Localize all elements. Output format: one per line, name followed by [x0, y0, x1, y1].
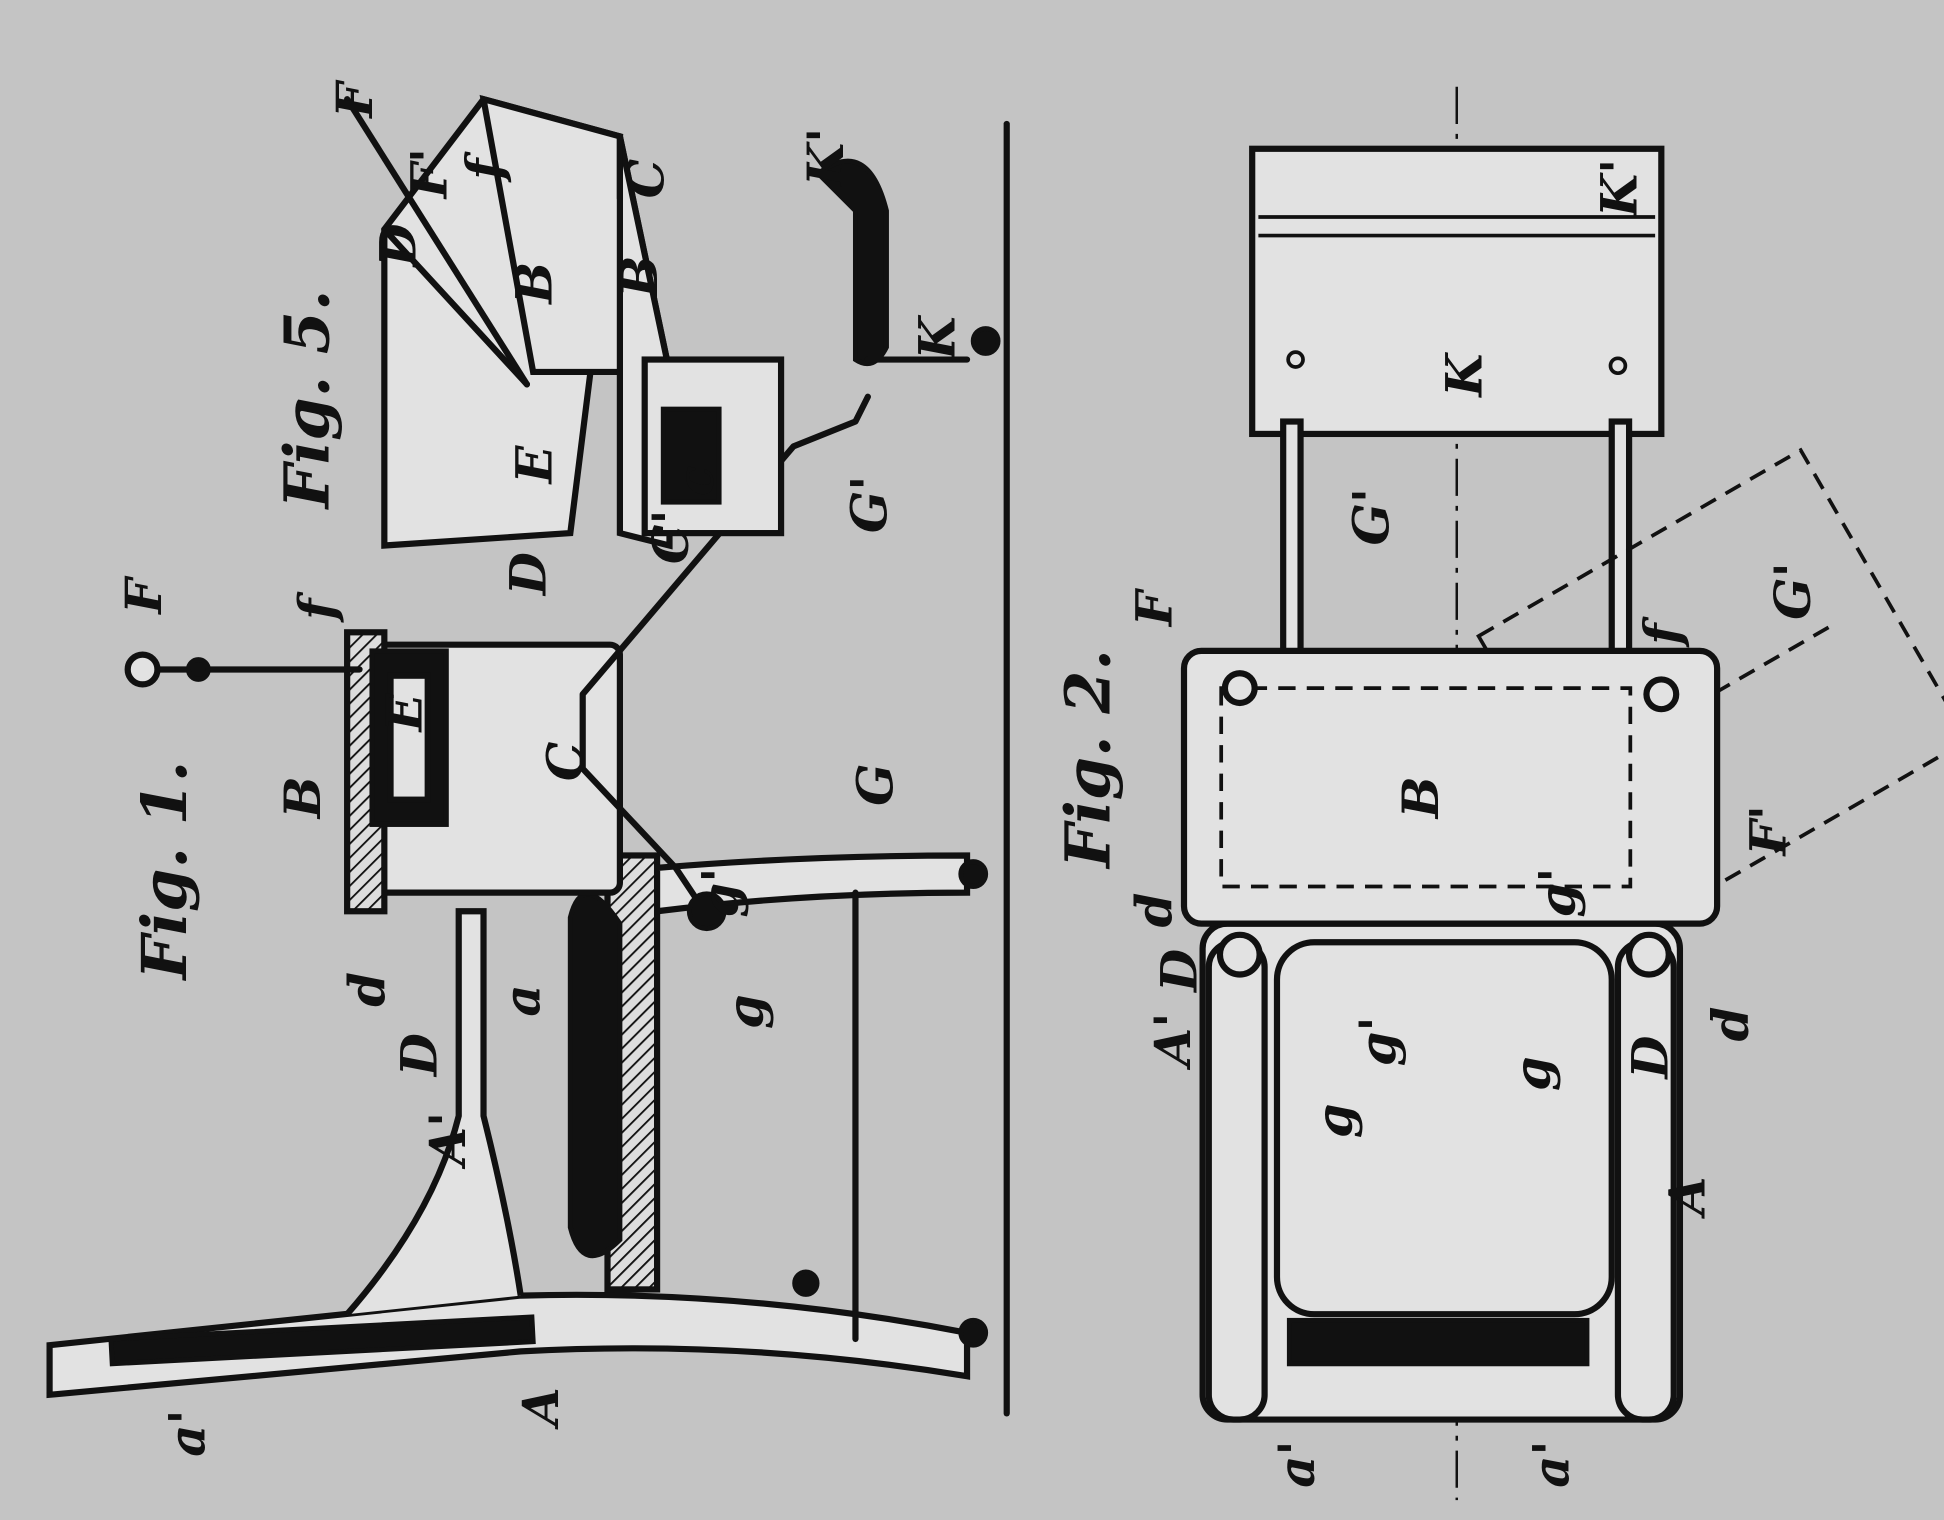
hole [1286, 350, 1305, 369]
board-B [1180, 647, 1721, 927]
label: g' [1348, 1016, 1407, 1066]
label: F [325, 79, 384, 120]
label: F [1125, 587, 1184, 628]
label: a [492, 985, 551, 1017]
label: E [375, 692, 434, 733]
label: D [1149, 949, 1208, 994]
label: D [368, 224, 427, 269]
label: F [114, 575, 173, 616]
label: B [505, 262, 564, 306]
rod-F [344, 96, 531, 388]
label: B [273, 776, 332, 820]
rod-F-end [1643, 676, 1680, 713]
label: G' [1342, 488, 1401, 546]
side-rail-left [1205, 939, 1268, 1423]
label: K [908, 315, 967, 362]
label: f [1633, 616, 1692, 648]
label: g [1503, 1056, 1562, 1091]
label: B [1391, 776, 1450, 820]
label: E [505, 445, 564, 486]
label: a' [1521, 1440, 1580, 1487]
footrest-K [1249, 145, 1665, 438]
label: F' [1738, 805, 1797, 857]
label: A [511, 1387, 570, 1429]
figure-5: Fig. 5. D D F F' f E B B C C' c [271, 79, 785, 597]
label: A' [418, 1112, 477, 1170]
label: K' [796, 128, 855, 188]
arm-G-right [1608, 418, 1633, 661]
front-leg [653, 852, 971, 915]
label: f [288, 591, 347, 623]
bolt [792, 1269, 820, 1297]
label: K [1435, 352, 1494, 399]
label: g' [691, 868, 750, 918]
label: G [846, 764, 905, 806]
pivot-g [686, 891, 727, 932]
rod-F-end [1221, 670, 1258, 707]
hidden-outline [1219, 686, 1633, 889]
rod-knob [185, 657, 211, 682]
label: B [610, 256, 669, 300]
label: A' [1143, 1013, 1202, 1071]
caster [970, 326, 1001, 356]
figure-2: Fig. 2. F f G' G' F' B g' g' g g A' D d … [1052, 86, 1944, 1501]
label: D [1621, 1036, 1680, 1081]
rod-E [381, 226, 531, 388]
caster [958, 859, 989, 889]
label: g [715, 994, 774, 1029]
label: g' [1528, 868, 1587, 918]
label: D [389, 1033, 448, 1078]
dashed-outline [1476, 447, 1944, 929]
label: a' [158, 1409, 217, 1456]
label: g [1304, 1103, 1363, 1138]
figure-1: Fig. 1. B E C F f d D A' a g' g G G' K K… [46, 120, 1010, 1457]
arm-G-left [1280, 418, 1304, 661]
label: D [499, 552, 558, 597]
label: c [666, 466, 725, 496]
label: F' [399, 148, 458, 200]
figure-5-title: Fig. 5. [271, 290, 344, 511]
drawer-E-inner [387, 672, 431, 803]
label: C' [641, 509, 700, 564]
label: d [1125, 893, 1184, 928]
label: C [536, 742, 595, 781]
label: C [616, 159, 675, 198]
hole [1608, 356, 1628, 376]
arm-G [579, 393, 871, 909]
label: a' [1267, 1440, 1326, 1487]
post-d [1216, 931, 1263, 978]
opening-c [660, 406, 722, 505]
rod-knob [124, 651, 161, 688]
label: A [1658, 1177, 1717, 1219]
label: K' [1590, 159, 1649, 219]
label: G' [839, 476, 898, 534]
seat-cushion [567, 891, 623, 1259]
post-d [1625, 931, 1672, 978]
arm-support [344, 908, 524, 1317]
back-cushion [108, 1314, 536, 1367]
back-cushion [1286, 1317, 1590, 1367]
seat-cushion [1273, 939, 1615, 1318]
caster [958, 1317, 989, 1348]
figure-2-title: Fig. 2. [1052, 649, 1125, 870]
figure-1-title: Fig. 1. [128, 761, 201, 982]
footrest-K [814, 158, 889, 367]
label: d [1701, 1007, 1760, 1042]
label: G' [1763, 562, 1822, 620]
label: d [337, 972, 396, 1007]
